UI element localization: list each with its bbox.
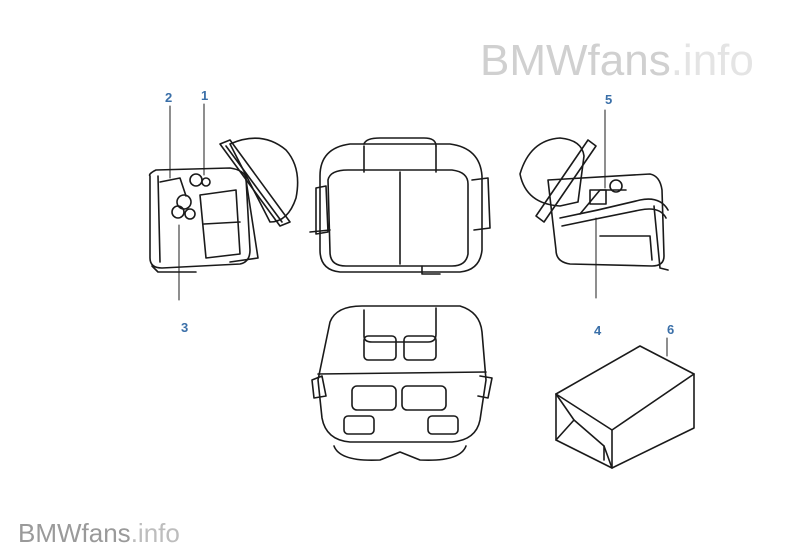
seat-side-view-right	[519, 137, 669, 271]
callout-6: 6	[667, 322, 675, 337]
callout-2: 2	[165, 90, 173, 105]
rear-pad-right	[403, 335, 437, 361]
rear-panel-left	[351, 385, 397, 411]
callout-3: 3	[181, 320, 189, 335]
callout-4: 4	[594, 323, 602, 338]
watermark-top-suffix: .info	[670, 36, 754, 85]
callout-1: 1	[201, 88, 209, 103]
watermark-bottom-suffix: .info	[130, 518, 180, 548]
fitting-1-icon	[189, 173, 203, 187]
callout-5: 5	[605, 92, 613, 107]
watermark-bottom: BMWfans.info	[18, 518, 180, 549]
fitting-4-icon	[589, 189, 607, 205]
rear-pad-left	[363, 335, 397, 361]
package-box	[555, 345, 695, 469]
watermark-top: BMWfans.info	[480, 36, 754, 86]
leader-lines	[169, 103, 668, 357]
seat-side-view-left	[148, 137, 299, 273]
watermark-top-main: BMWfans	[480, 36, 671, 85]
seat-rear-view	[311, 305, 493, 462]
seat-front-view	[309, 137, 491, 275]
fitting-5-icon	[609, 179, 623, 193]
rear-panel-right	[401, 385, 447, 411]
watermark-bottom-main: BMWfans	[18, 518, 131, 548]
